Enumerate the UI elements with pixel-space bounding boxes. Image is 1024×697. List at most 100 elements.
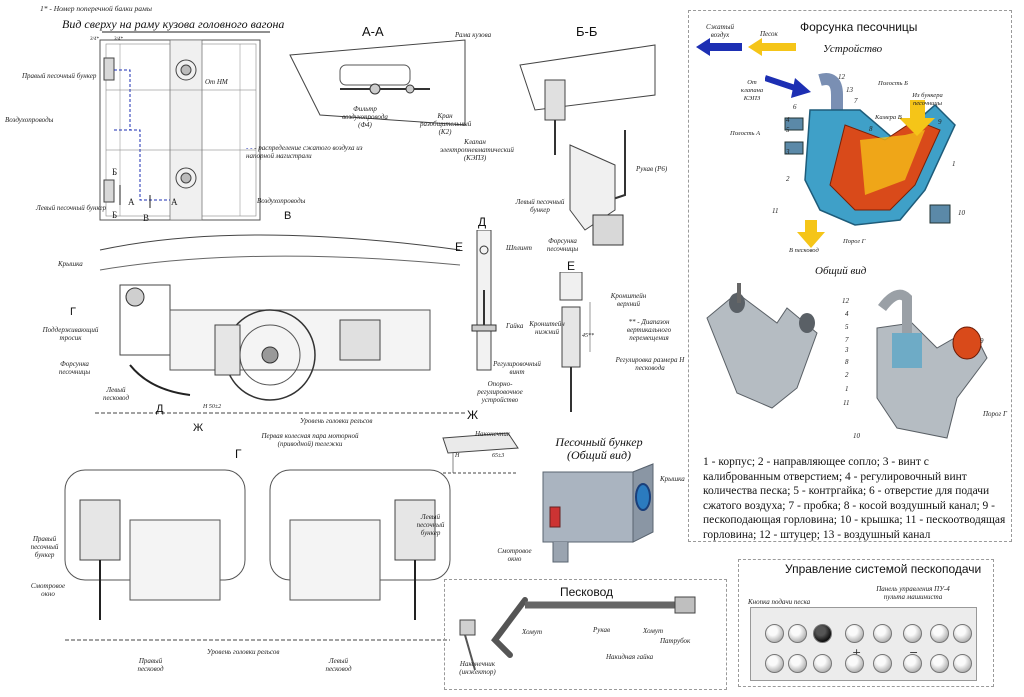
label-support-cable: Поддерживающий тросик	[42, 326, 99, 342]
num-12: 12	[838, 73, 845, 81]
panel-button-14[interactable]	[903, 654, 922, 673]
label-wheelset: Первая колесная пара моторной (приводной…	[261, 432, 359, 448]
gnum-9: 9	[980, 337, 984, 345]
mark-d: Д	[156, 403, 164, 415]
section-aa-drawing	[289, 39, 466, 126]
mark-v: В	[143, 213, 150, 223]
gnum-5: 5	[845, 323, 849, 331]
label-window-g: Смотровое окно	[30, 582, 66, 598]
label-tip: Наконечник	[475, 430, 511, 438]
label-air-pipes-2: Воздухопроводы	[257, 197, 306, 205]
label-bracket-upper: Кронштейн верхний	[610, 292, 647, 308]
panel-button-13[interactable]	[873, 654, 892, 673]
pipe-panel	[444, 579, 727, 690]
section-bb-title: Б-Б	[576, 24, 598, 39]
nozzle-title: Форсунка песочницы	[800, 20, 918, 34]
label-support-device: Опорно-регулировочное устройство	[477, 380, 523, 404]
flow-arrows	[696, 38, 796, 56]
view-v-drawing	[95, 234, 465, 414]
label-threshold-g-general: Порог Г	[983, 410, 1008, 418]
label-valve-k2: Кран разобщительный (К2)	[420, 112, 472, 136]
panel-button-7[interactable]	[930, 624, 949, 643]
top-view-title: Вид сверху на раму кузова головного ваго…	[62, 17, 285, 31]
gnum-2: 2	[845, 371, 849, 379]
section-aa-title: А-А	[362, 24, 384, 39]
label-bracket-lower: Кронштейн нижний	[529, 320, 565, 336]
view-g-drawing	[64, 469, 451, 641]
label-injector-tip: Наконечник (инжектор)	[459, 660, 496, 676]
dim-65: 65±3	[492, 453, 505, 459]
panel-button-4[interactable]	[845, 624, 864, 643]
num-4: 4	[786, 116, 790, 124]
label-right-bunker-g: Правый песочный бункер	[30, 535, 59, 559]
panel-button-6[interactable]	[903, 624, 922, 643]
general-view-title: Общий вид	[815, 265, 867, 277]
label-h-adjust: Регулировка размера H песковода	[615, 356, 685, 372]
gnum-3: 3	[845, 346, 849, 354]
label-right-pipe-g: Правый песковод	[137, 657, 164, 673]
top-view-drawing	[99, 31, 270, 221]
panel-button-10[interactable]	[788, 654, 807, 673]
panel-button-16[interactable]	[953, 654, 972, 673]
panel-button-5[interactable]	[873, 624, 892, 643]
detail-e-drawing	[559, 272, 591, 412]
control-panel	[738, 559, 994, 687]
num-8: 8	[869, 125, 873, 133]
mark-e: Е	[455, 240, 464, 254]
panel-button-11[interactable]	[813, 654, 832, 673]
sand-supply-button[interactable]	[813, 624, 832, 643]
panel-button-2[interactable]	[788, 624, 807, 643]
label-cotter: Шплинт	[506, 244, 532, 252]
label-left-pipe-g: Левый песковод	[325, 657, 352, 673]
label-lid: Крышка	[58, 260, 83, 268]
gnum-12: 12	[842, 297, 849, 305]
plus-icon: +	[852, 646, 862, 659]
label-left-bunker-bb: Левый песочный бункер	[515, 198, 565, 214]
num-9: 9	[938, 118, 942, 126]
control-title: Управление системой пескоподачи	[785, 562, 982, 576]
arrow-sand-label: Песок	[760, 30, 778, 38]
label-from-hopper: Из бункера песочницы	[912, 92, 943, 107]
label-union-nut: Накидная гайка	[606, 653, 654, 661]
num-6: 6	[793, 103, 797, 111]
label-body-frame: Рама кузова	[455, 31, 492, 39]
label-bunker-lid: Крышка	[660, 475, 685, 483]
panel-button-9[interactable]	[765, 654, 784, 673]
label-kepz: Клапан электропневматический (КЭПЗ)	[440, 138, 514, 162]
air-distribution-note: - - - распределение сжатого воздуха из н…	[246, 144, 363, 160]
view-v-title: В	[284, 210, 292, 222]
dim-45: 45**	[582, 333, 594, 339]
gnum-11: 11	[843, 399, 850, 407]
section-bb-drawing	[519, 44, 656, 246]
panel-button-12[interactable]	[845, 654, 864, 673]
label-bunker-window: Смотровое окно	[497, 547, 532, 563]
nozzle-subtitle: Устройство	[823, 43, 883, 55]
nozzle-section-drawing	[765, 73, 956, 248]
label-pu4-panel: Панель управления ПУ-4 пульта машиниста	[876, 585, 950, 601]
num-11: 11	[772, 207, 779, 215]
detail-e-title: Е	[567, 259, 576, 273]
pipe-drawing	[459, 596, 696, 671]
label-filter-f4: Фильтр воздухопровода (Ф4)	[342, 105, 388, 129]
panel-button-15[interactable]	[930, 654, 949, 673]
label-chamber-v: Камера В	[875, 114, 902, 121]
panel-button-8[interactable]	[953, 624, 972, 643]
label-from-nm: От НМ	[205, 78, 228, 86]
label-hose-r6: Рукав (Р6)	[636, 165, 668, 173]
gnum-7: 7	[845, 336, 849, 344]
label-cavity-a: Полость А	[730, 130, 761, 137]
label-cavity-b: Полость Б	[878, 80, 908, 87]
view-g-title: Г	[235, 447, 242, 461]
num-1: 1	[952, 160, 956, 168]
label-to-pipe: В песковод	[789, 247, 819, 254]
label-threshold-g: Порог Г	[843, 238, 866, 245]
panel-button-1[interactable]	[765, 624, 784, 643]
label-left-bunker: Левый песочный бункер	[36, 204, 107, 212]
label-rail-level-g: Уровень головки рельсов	[207, 648, 280, 656]
mark-b2: Б	[112, 210, 118, 220]
dim-h-zh: H	[455, 453, 460, 459]
num-2: 2	[786, 175, 790, 183]
label-branch: Патрубок	[660, 637, 691, 645]
detail-zh-title: Ж	[467, 408, 479, 422]
label-vertical-range: ** - Диапазон вертикального перемещения	[626, 318, 672, 342]
